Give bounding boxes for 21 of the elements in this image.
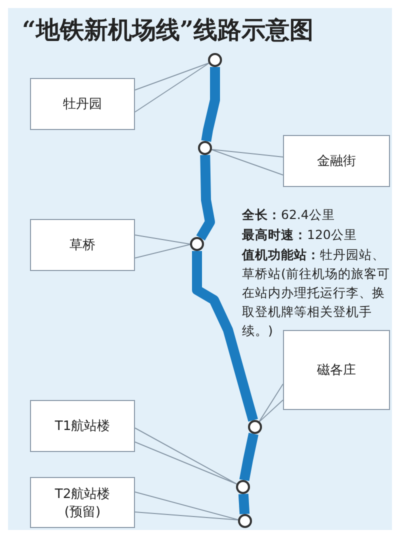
callout-box (30, 400, 135, 452)
title: “地铁新机场线”线路示意图 (22, 14, 314, 46)
callout-box (30, 219, 135, 271)
track-line (201, 67, 220, 142)
station-name: 牡丹园 (63, 96, 102, 113)
note-text: 值机功能站：牡丹园站、草桥站(前往机场的旅客可在站内办理托运行李、换取登机牌等相关登机手续。) (242, 246, 391, 340)
station-name: 磁各庄 (317, 362, 356, 379)
callout-box (283, 135, 390, 187)
station-name: 金融街 (317, 153, 356, 170)
track-line (192, 251, 258, 422)
callout-box (30, 477, 135, 528)
callout-box (30, 78, 135, 130)
track-line (238, 494, 250, 514)
callout-box (283, 330, 390, 410)
station-name: T1航站楼 (54, 418, 110, 435)
note-text: 最高时速：120公里 (242, 226, 358, 244)
station-name: T2航站楼(预留) (54, 486, 112, 520)
track-line (196, 154, 215, 241)
station-name: 草桥 (70, 237, 96, 254)
track-line (239, 432, 258, 482)
note-text: 全长：62.4公里 (242, 206, 336, 224)
